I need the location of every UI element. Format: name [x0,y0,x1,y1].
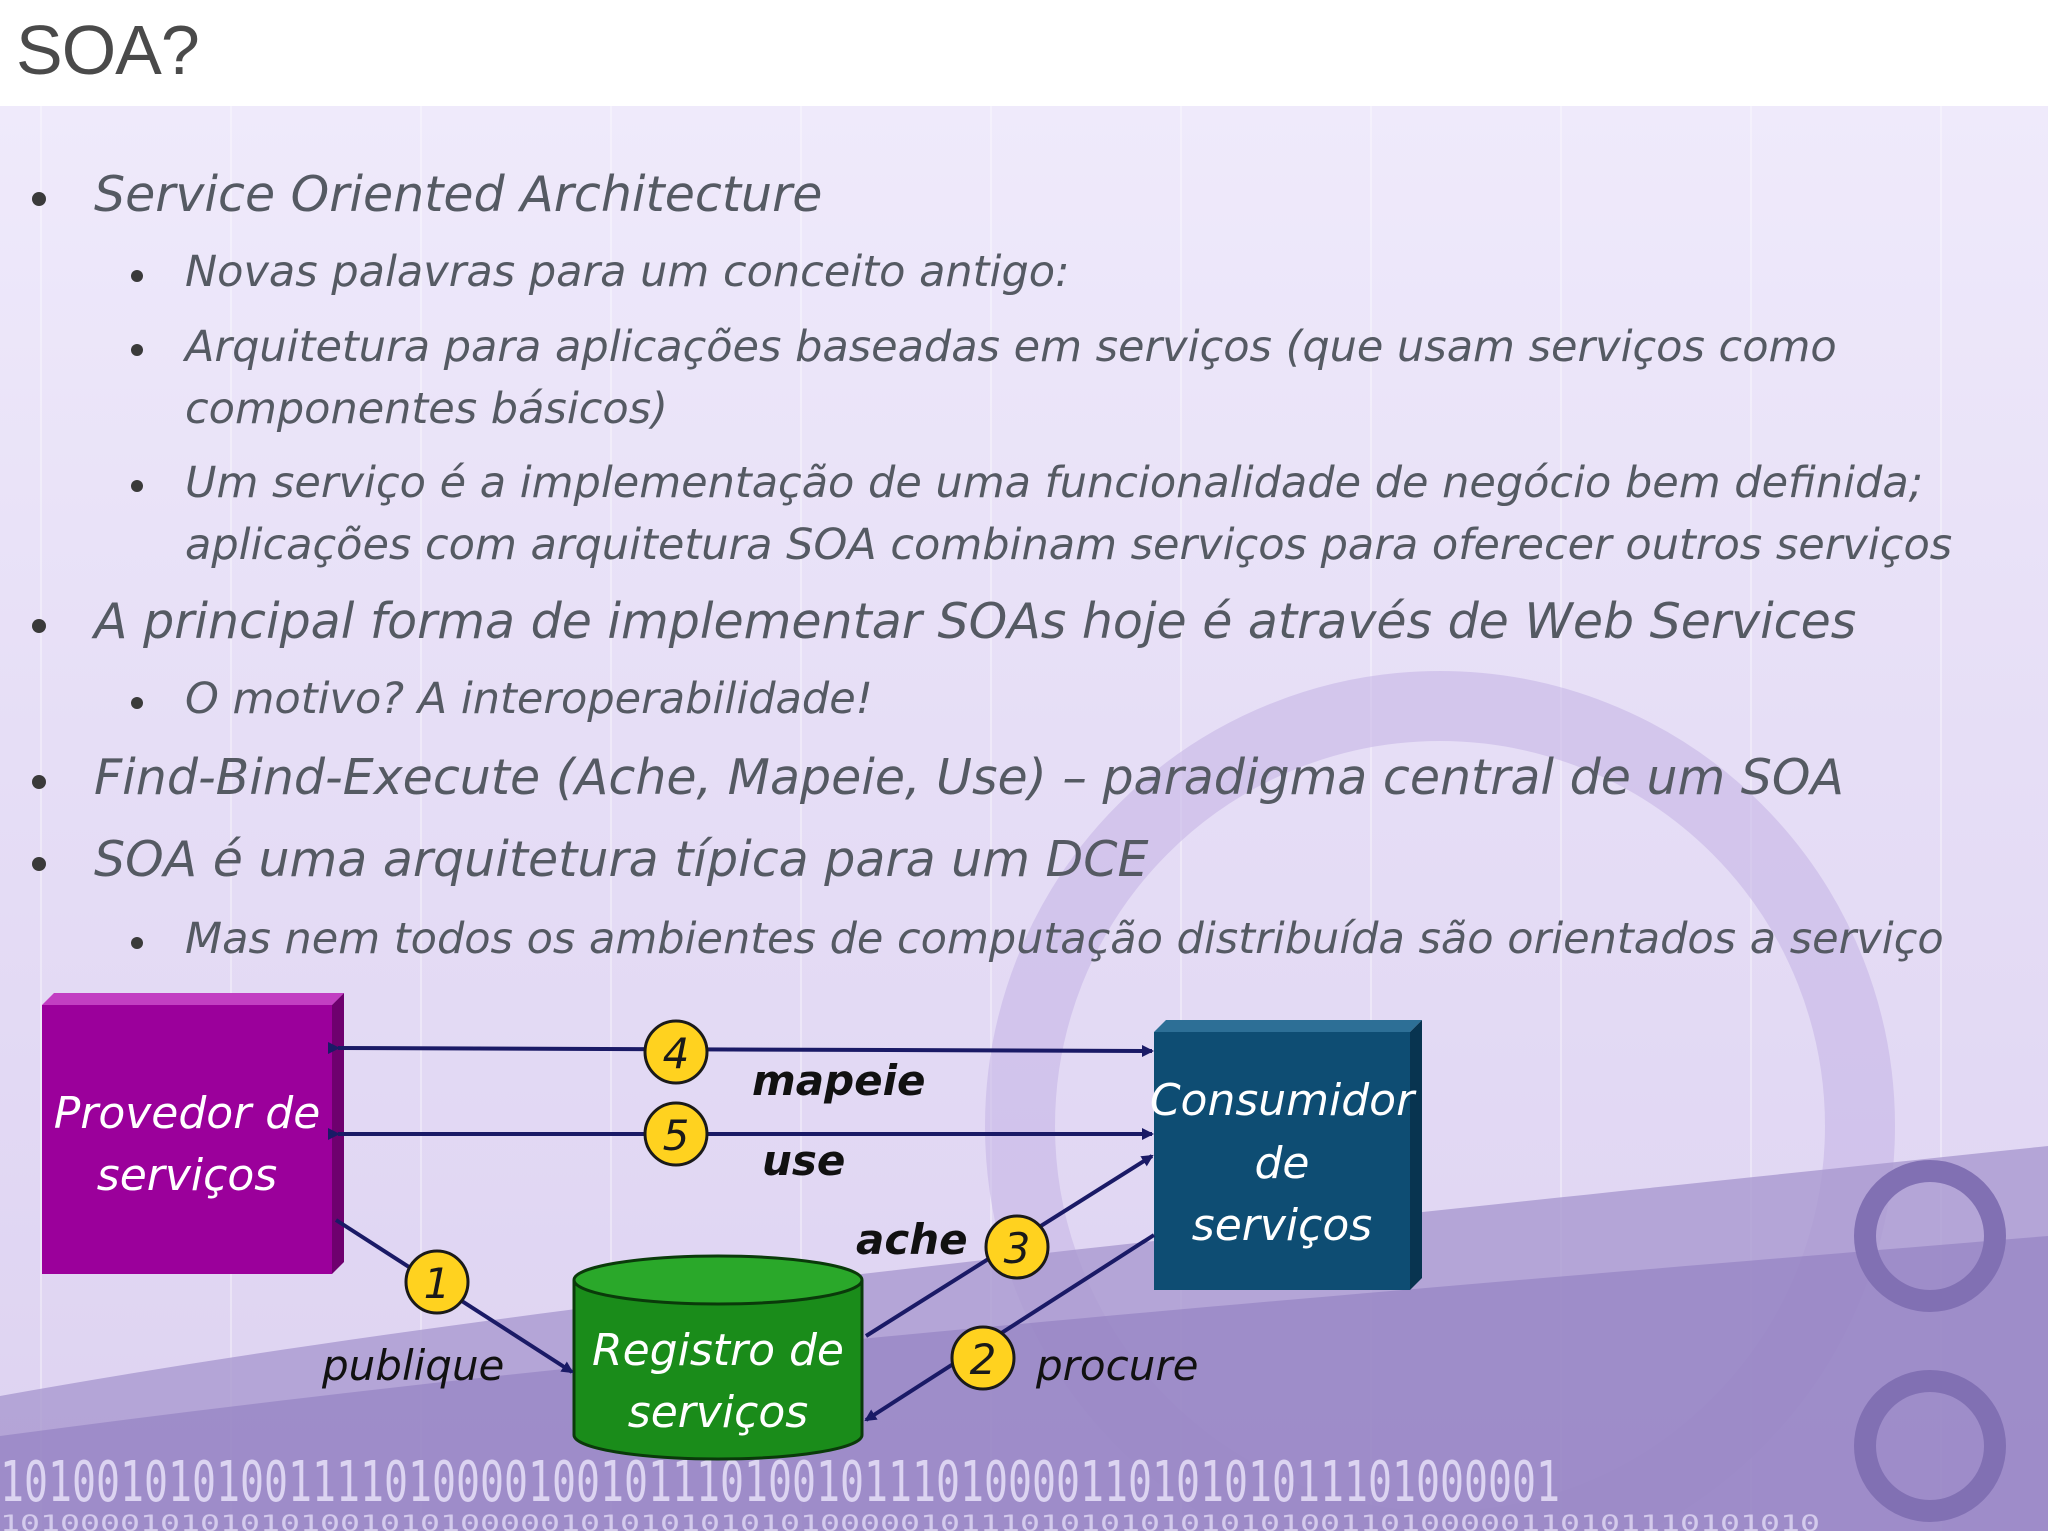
bullet-dot [131,937,143,949]
step-3: 3 [984,1214,1050,1280]
label-ache: ache [856,1215,968,1264]
bullet-item-continuation: componentes básicos) [185,384,668,434]
svg-text:2: 2 [970,1335,997,1384]
decorative-ring-small-top [1854,1160,2006,1312]
bullet-item: Find-Bind-Execute (Ache, Mapeie, Use) – … [94,749,1845,806]
arrow-procure [864,1233,1156,1422]
slide-body: 1010010101001111010000100101110100101110… [0,106,2048,1531]
bullet-dot [32,619,46,633]
svg-text:1: 1 [424,1259,451,1308]
label-use: use [762,1136,845,1185]
provider-box: Provedor de serviços [42,993,344,1274]
bullet-item-continuation: aplicações com arquitetura SOA combinam … [185,520,1953,570]
bullet-dot [32,192,46,206]
bullet-item: Mas nem todos os ambientes de computação… [185,914,1944,964]
bullet-item: SOA é uma arquitetura típica para um DCE [94,831,1149,888]
bullet-dot [131,270,143,282]
registry-cylinder: Registro de serviços [572,1254,864,1461]
registry-label-line2: serviços [628,1387,808,1438]
bullet-dot [131,480,143,492]
bullet-dot [32,775,46,789]
step-1: 1 [404,1249,470,1315]
provider-label-line2: serviços [97,1150,277,1201]
svg-text:5: 5 [663,1111,690,1160]
step-4: 4 [643,1019,709,1085]
title-bar: SOA? [0,0,2048,106]
provider-label-line1: Provedor de [54,1088,321,1139]
svg-text:4: 4 [663,1029,690,1078]
consumer-label-line3: serviços [1192,1200,1372,1251]
arrow-mapeie [327,1041,1154,1057]
consumer-label-line2: de [1255,1138,1310,1189]
registry-label-line1: Registro de [592,1325,844,1376]
background-art: 1010010101001111010000100101110100101110… [0,106,2048,1531]
svg-text:3: 3 [1004,1224,1031,1273]
binary-text-row1: 1010010101001111010000100101110100101110… [0,1450,1560,1515]
decorative-ring-large [985,671,1895,1531]
step-5: 5 [643,1101,709,1167]
binary-text-row2: 1010000101010101001010100000101010101010… [0,1512,1820,1531]
bullet-item: O motivo? A interoperabilidade! [185,674,873,724]
label-procure: procure [1035,1341,1198,1390]
step-2: 2 [950,1325,1016,1391]
bullet-item: Novas palavras para um conceito antigo: [185,247,1070,297]
consumer-label-line1: Consumidor [1150,1075,1417,1126]
bullet-item: Arquitetura para aplicações baseadas em … [185,322,1837,372]
bullet-dot [131,697,143,709]
bullet-item: Service Oriented Architecture [94,166,823,223]
consumer-box: Consumidor de serviços [1150,1020,1422,1290]
bullet-item: A principal forma de implementar SOAs ho… [94,593,1857,650]
slide-title: SOA? [16,11,200,89]
decorative-ring-small-bottom [1854,1370,2006,1522]
label-publique: publique [321,1341,504,1390]
bullet-dot [32,857,46,871]
bullet-item: Um serviço é a implementação de uma func… [185,458,1924,508]
label-mapeie: mapeie [752,1056,926,1105]
bullet-dot [131,344,143,356]
